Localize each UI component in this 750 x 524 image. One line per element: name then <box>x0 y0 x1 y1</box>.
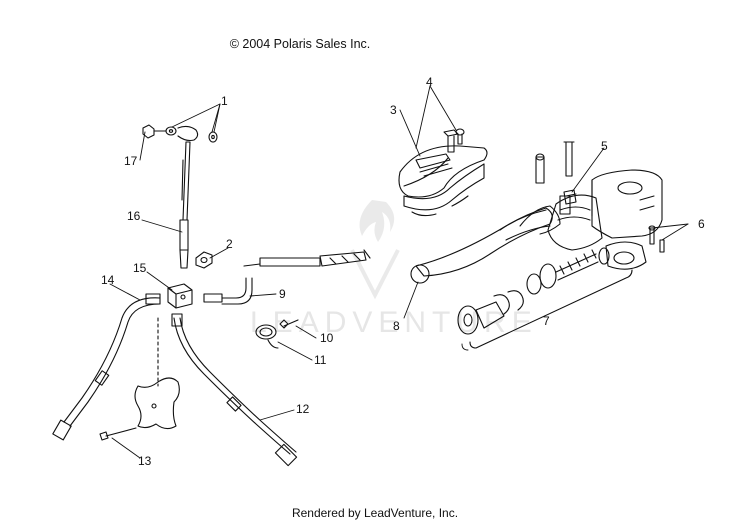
callout-14: 14 <box>101 273 115 287</box>
fitting-2 <box>195 251 213 269</box>
callout-6: 6 <box>698 217 705 231</box>
clamp-11 <box>255 324 279 349</box>
brake-hose-12 <box>171 313 298 467</box>
callout-2: 2 <box>226 237 233 251</box>
screws-4 <box>443 128 465 153</box>
seal-5 <box>563 189 577 205</box>
leader-lines <box>109 85 689 459</box>
piston-kit-7 <box>457 247 633 349</box>
watermark-text: LEADVENTURE <box>250 306 538 339</box>
banjo-bracket <box>177 125 199 142</box>
callout-15: 15 <box>133 261 147 275</box>
master-cylinder-body <box>547 169 663 270</box>
callout-11: 11 <box>314 353 327 367</box>
reservoir-cover-3 <box>398 145 488 217</box>
callout-7: 7 <box>543 314 550 328</box>
junction-block-15 <box>167 283 193 309</box>
washers-1 <box>165 126 218 143</box>
leadventure-watermark-logo <box>350 200 400 300</box>
callout-10: 10 <box>320 331 334 345</box>
callout-12: 12 <box>296 402 310 416</box>
callout-1: 1 <box>221 94 228 108</box>
callout-labels: 1 2 3 4 5 6 7 8 9 10 11 12 13 14 15 16 1… <box>101 75 705 468</box>
callout-13: 13 <box>138 454 152 468</box>
callout-5: 5 <box>601 139 608 153</box>
brake-line-9 <box>203 277 253 305</box>
callout-4: 4 <box>426 75 433 89</box>
footer-credit: Rendered by LeadVenture, Inc. <box>291 506 459 520</box>
screw-10 <box>279 319 299 329</box>
brake-line-upper <box>243 249 371 267</box>
callout-3: 3 <box>390 103 397 117</box>
mounting-bracket-13 <box>99 317 180 441</box>
brake-hose-14 <box>52 293 161 441</box>
callout-16: 16 <box>127 209 141 223</box>
copyright-notice: © 2004 Polaris Sales Inc. <box>229 37 371 51</box>
callout-17: 17 <box>124 154 138 168</box>
callout-9: 9 <box>279 287 286 301</box>
brake-lever-8 <box>410 205 561 284</box>
bolt-17 <box>142 124 167 139</box>
plunger-pin <box>535 141 575 184</box>
callout-8: 8 <box>393 319 400 333</box>
brake-line-16 <box>179 141 191 269</box>
